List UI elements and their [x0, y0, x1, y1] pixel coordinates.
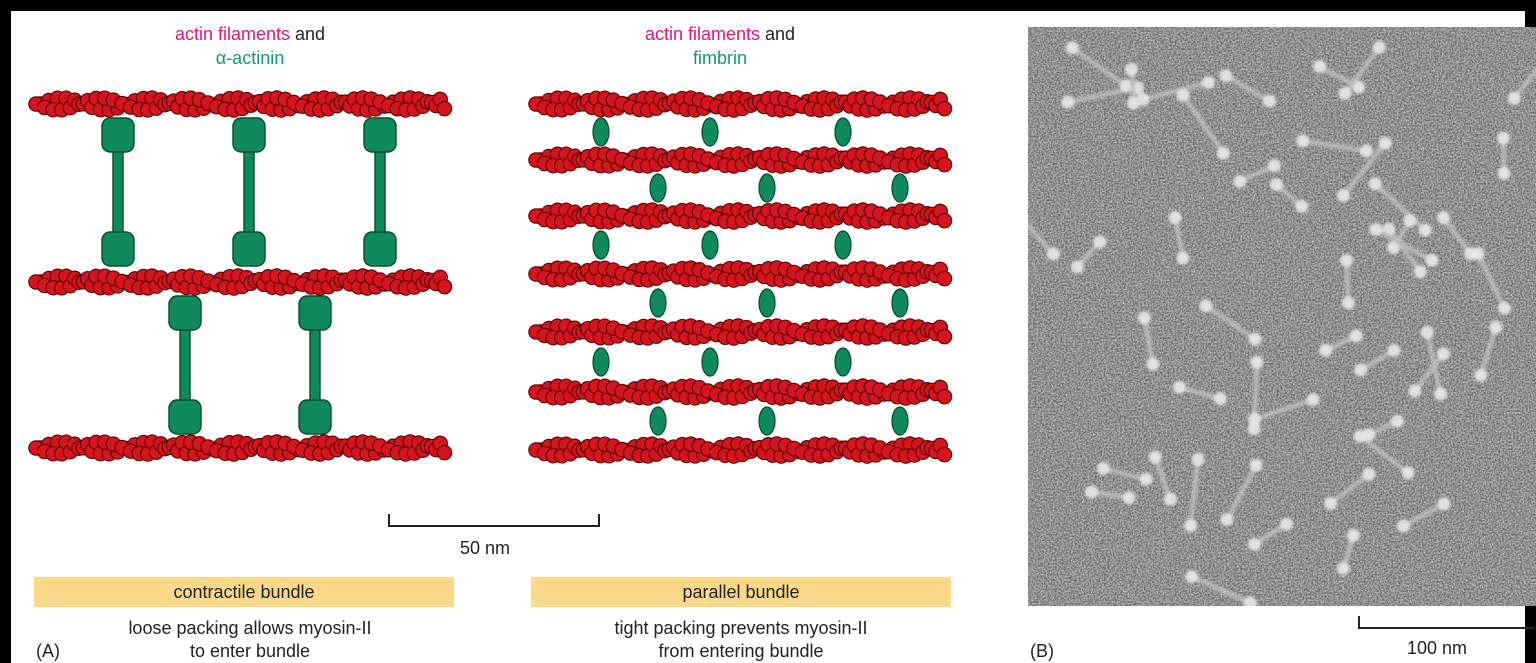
left-title-line1: actin filaments and [130, 24, 370, 44]
left-title-alpha-actinin: α-actinin [215, 48, 285, 68]
actin-filament-right-6 [528, 378, 953, 406]
fimbrin-1-1 [592, 117, 610, 147]
alpha-actinin-upper-3 [363, 117, 397, 267]
left-title-and: and [290, 24, 326, 44]
left-caption-line1: loose packing allows myosin-II [128, 618, 372, 638]
alpha-actinin-upper-1 [101, 117, 135, 267]
alpha-actinin-lower-1 [168, 295, 202, 435]
fimbrin-5-1 [592, 347, 610, 377]
actin-filament-right-4 [528, 260, 953, 288]
left-caption-line2: to enter bundle [189, 641, 311, 661]
left-title-actin: actin filaments [174, 24, 290, 44]
panel-label-b: (B) [1030, 641, 1054, 661]
right-caption-line2: from entering bundle [658, 641, 824, 661]
micrograph-texture [1028, 27, 1536, 606]
actin-filament-layer [28, 90, 953, 464]
contractile-bundle-band: contractile bundle [34, 577, 454, 607]
actin-filament-left-3 [28, 434, 453, 462]
parallel-bundle-band: parallel bundle [531, 577, 951, 607]
right-title-fimbrin: fimbrin [692, 48, 747, 68]
alpha-actinin-lower-2 [298, 295, 332, 435]
fimbrin-layer [592, 117, 909, 436]
electron-micrograph [1028, 27, 1536, 606]
fimbrin-5-2 [701, 347, 719, 377]
crosslinker-layer [101, 117, 397, 435]
scale-bar-50nm-ticks [388, 514, 600, 527]
scale-bar-50nm-label: 50 nm [460, 538, 511, 558]
fimbrin-3-2 [701, 230, 719, 260]
scale-bar-100nm [1358, 616, 1534, 629]
fimbrin-2-3 [891, 173, 909, 203]
fimbrin-3-1 [592, 230, 610, 260]
fimbrin-6-1 [649, 406, 667, 436]
actin-filament-right-7 [528, 436, 953, 464]
fimbrin-4-3 [891, 288, 909, 318]
alpha-actinin-upper-2 [232, 117, 266, 267]
fimbrin-1-2 [701, 117, 719, 147]
right-title-actin: actin filaments [644, 24, 760, 44]
fimbrin-5-3 [834, 347, 852, 377]
fimbrin-3-3 [834, 230, 852, 260]
fimbrin-2-1 [649, 173, 667, 203]
scale-bar-100nm-label: 100 nm [1407, 638, 1468, 658]
actin-filament-right-2 [528, 146, 953, 174]
fimbrin-6-2 [758, 406, 776, 436]
fimbrin-4-1 [649, 288, 667, 318]
right-caption-line1: tight packing prevents myosin-II [614, 618, 868, 638]
fimbrin-2-2 [758, 173, 776, 203]
fimbrin-6-3 [891, 406, 909, 436]
actin-filament-right-5 [528, 318, 953, 346]
actin-filament-left-2 [28, 268, 453, 296]
panel-label-a: (A) [36, 641, 60, 661]
actin-filament-right-1 [528, 90, 953, 118]
right-title-and: and [760, 24, 796, 44]
fimbrin-4-2 [758, 288, 776, 318]
actin-filament-right-3 [528, 202, 953, 230]
bundle-diagram [28, 90, 953, 464]
right-title-line1: actin filaments and [600, 24, 840, 44]
actin-filament-left-1 [28, 90, 453, 118]
fimbrin-1-3 [834, 117, 852, 147]
